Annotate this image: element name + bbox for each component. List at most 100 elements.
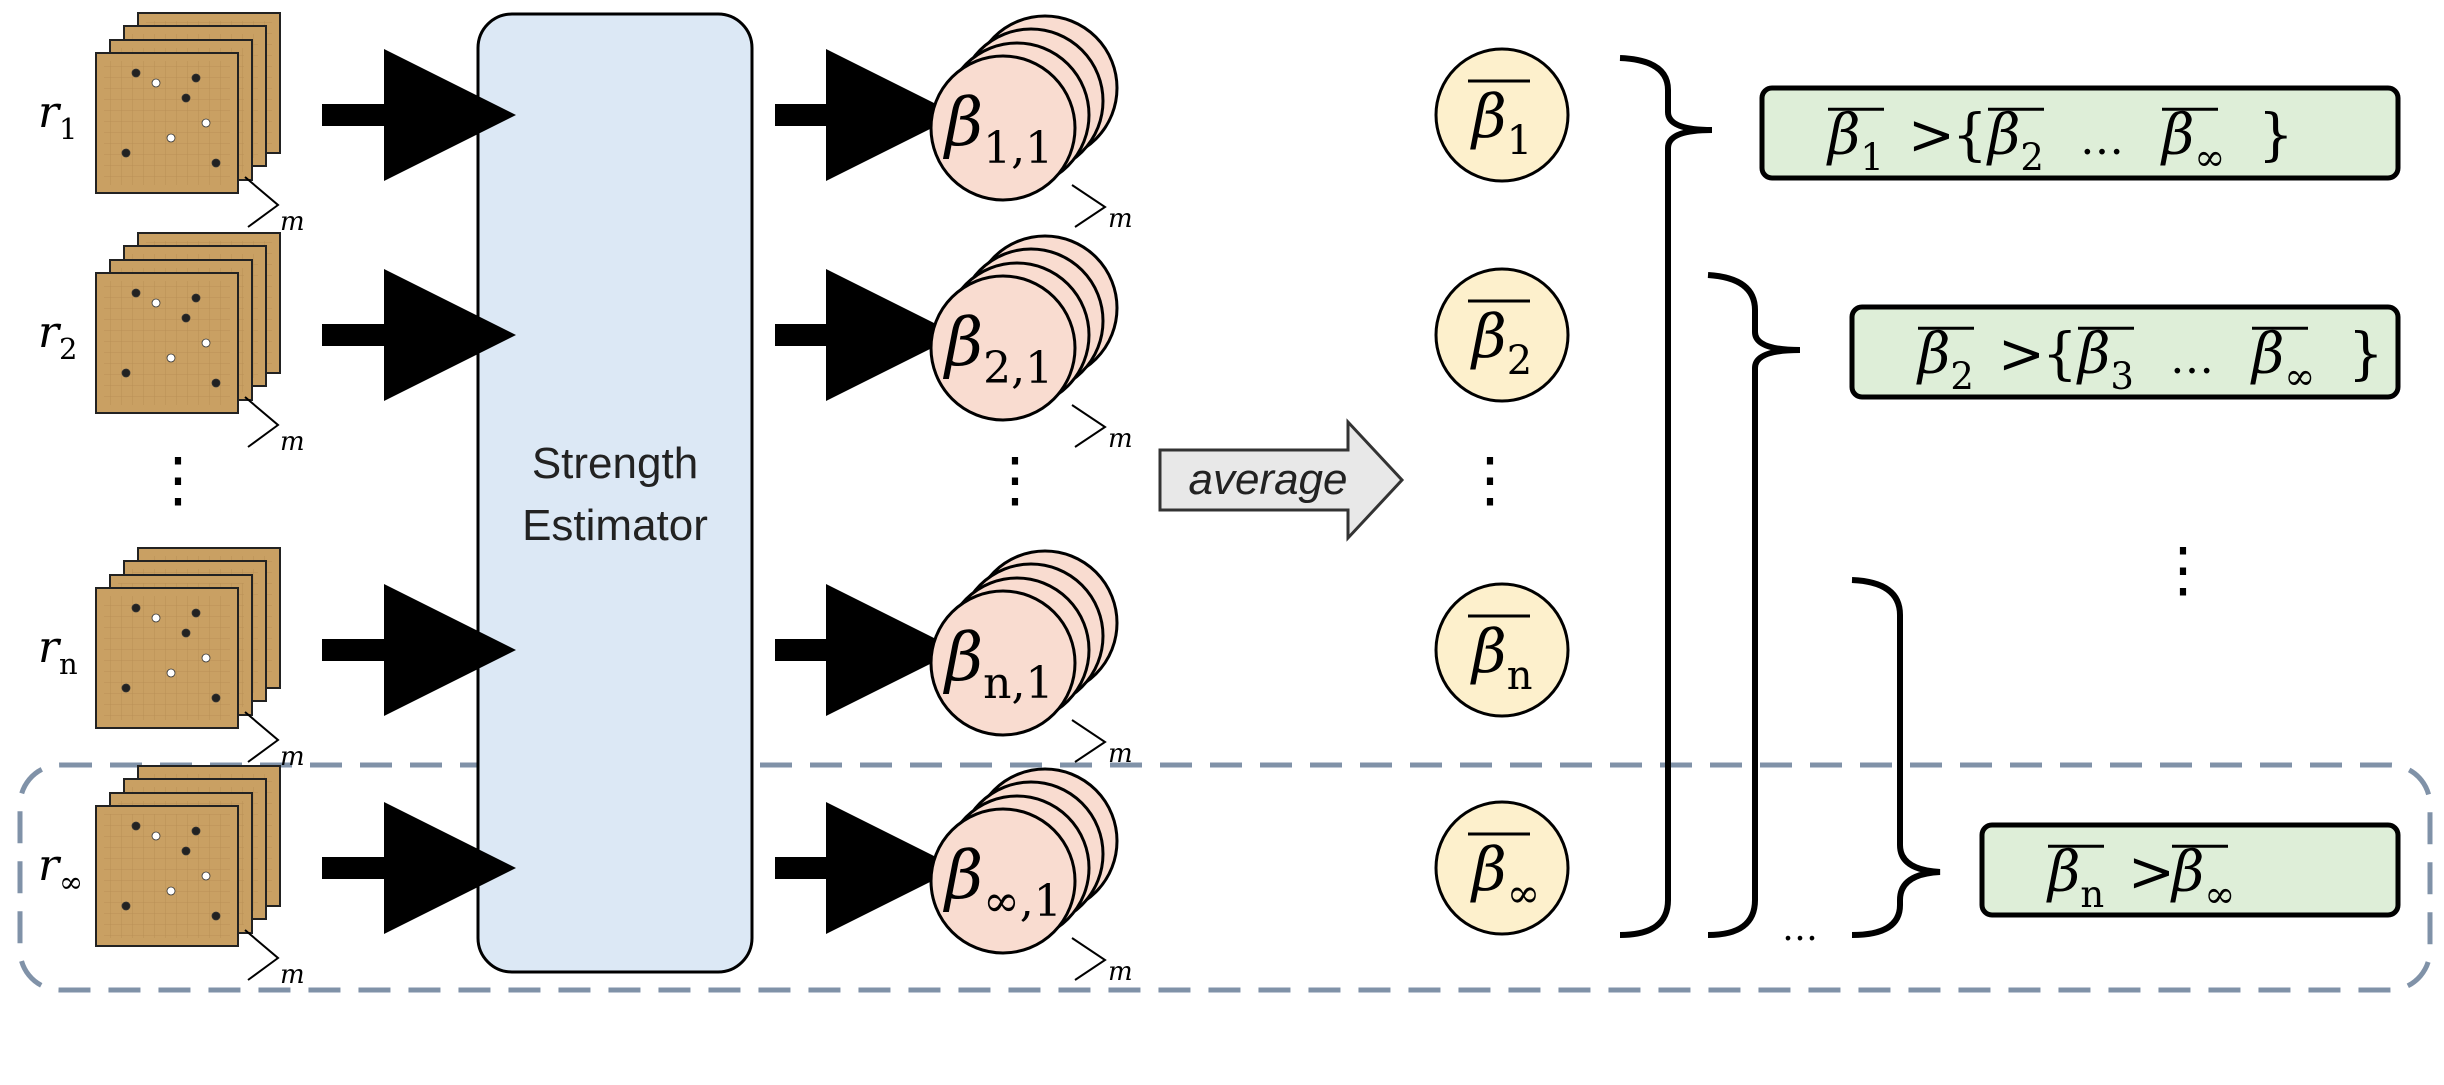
comparison-left-1-sub: 2 <box>1950 355 1974 398</box>
compare-ellipsis: ⋮ <box>2153 535 2213 605</box>
beta-label-0-base: β <box>942 84 983 161</box>
go-stone-1-6 <box>166 353 176 363</box>
beta-stack-bracket-1 <box>1071 404 1107 448</box>
beta-label-1-sub: 2,1 <box>983 343 1053 394</box>
avg-ellipsis: ⋮ <box>1460 445 1520 515</box>
avg-label-1-base: β <box>1470 302 1507 372</box>
beta-circle-1-3 <box>929 274 1077 422</box>
row-3: r∞mβ∞,1mβ∞ <box>38 765 1570 990</box>
comparison-left-0-base: β <box>1826 103 1860 168</box>
comparison-item-a-0-base: β <box>1986 103 2020 168</box>
beta-label-2-base: β <box>942 619 983 696</box>
bracket-ellipsis: … <box>1782 908 1818 949</box>
strength-estimator-box <box>476 12 754 974</box>
board-m-label-2: m <box>280 742 305 772</box>
average-label: average <box>1188 455 1347 504</box>
go-stone-1-0 <box>131 288 141 298</box>
go-stone-2-1 <box>151 613 161 623</box>
go-stone-0-4 <box>121 148 131 158</box>
comparison-right-2-sub: ∞ <box>2204 873 2235 916</box>
go-stone-1-3 <box>201 338 211 348</box>
brace-1 <box>1619 55 1713 938</box>
comparison-item-b-0-base: β <box>2160 103 2194 168</box>
go-stone-3-1 <box>151 831 161 841</box>
rank-label-3-base: r <box>38 840 62 891</box>
go-board-grid-0-3 <box>104 61 230 185</box>
go-board-grid-2-3 <box>104 596 230 720</box>
go-stone-3-6 <box>166 886 176 896</box>
comparison-close-1: } <box>2348 322 2384 387</box>
rank-label-0-sub: 1 <box>59 112 77 146</box>
comparison-item-a-1-base: β <box>2076 322 2110 387</box>
comparison-item-b-0-sub: ∞ <box>2194 136 2225 179</box>
comparison-layer: β1>{β2…β∞}β2>{β3…β∞}βn>β∞ <box>1759 85 2401 918</box>
rank-label-3-sub: ∞ <box>59 865 83 899</box>
comparison-close-0: } <box>2258 103 2294 168</box>
avg-label-3-sub: ∞ <box>1507 871 1540 917</box>
comparison-right-2-base: β <box>2170 840 2204 905</box>
comparison-item-a-0: β2 <box>1986 103 2044 179</box>
board-stack-bracket-3 <box>244 929 280 981</box>
go-stone-1-2 <box>181 313 191 323</box>
go-stone-2-2 <box>181 628 191 638</box>
avg-label-3: β∞ <box>1470 835 1540 917</box>
go-board-grid-3-3 <box>104 814 230 938</box>
go-stone-0-3 <box>201 118 211 128</box>
rank-ellipsis: ⋮ <box>148 445 208 515</box>
board-stack-bracket-1 <box>244 396 280 448</box>
rank-label-3: r∞ <box>38 840 83 899</box>
go-stone-3-3 <box>201 871 211 881</box>
go-stone-2-6 <box>166 668 176 678</box>
rank-label-2: rn <box>38 622 78 681</box>
go-stone-2-3 <box>201 653 211 663</box>
beta-circle-3-3 <box>929 807 1077 955</box>
comparison-item-a-1: β3 <box>2076 322 2134 398</box>
comparison-open-1: { <box>2042 322 2078 387</box>
go-stone-0-7 <box>191 73 201 83</box>
comparison-op-0: > <box>1908 103 1955 168</box>
avg-label-0-base: β <box>1470 82 1507 152</box>
beta-label-1-base: β <box>942 304 983 381</box>
comparison-item-b-1-sub: ∞ <box>2284 355 2315 398</box>
rank-label-0: r1 <box>38 87 78 146</box>
go-stone-2-5 <box>211 693 221 703</box>
board-stack-bracket-0 <box>244 176 280 228</box>
beta-stack-bracket-3 <box>1071 937 1107 981</box>
beta-ellipsis: ⋮ <box>985 445 1045 515</box>
go-stone-3-5 <box>211 911 221 921</box>
comparison-0: β1>{β2…β∞} <box>1759 85 2401 181</box>
estimator-label-line1: Strength <box>532 439 698 488</box>
comparison-right-2: β∞ <box>2170 840 2235 916</box>
avg-label-0-sub: 1 <box>1507 118 1532 164</box>
beta-stack-bracket-0 <box>1071 184 1107 228</box>
go-stone-3-7 <box>191 826 201 836</box>
board-m-label-1: m <box>280 427 305 457</box>
beta-label-1: β2,1 <box>942 304 1053 394</box>
beta-circle-2-3 <box>929 589 1077 737</box>
beta-label-2: βn,1 <box>942 619 1053 709</box>
comparison-left-1: β2 <box>1916 322 1974 398</box>
comparison-left-2-sub: n <box>2080 873 2104 916</box>
comparison-box-0 <box>1759 85 2401 181</box>
board-m-label-3: m <box>280 960 305 990</box>
comparison-op-2: > <box>2128 840 2175 905</box>
beta-m-label-2: m <box>1108 739 1133 769</box>
beta-m-label-3: m <box>1108 957 1133 987</box>
go-stone-1-5 <box>211 378 221 388</box>
infinity-row-highlight <box>17 762 2433 993</box>
go-stone-2-0 <box>131 603 141 613</box>
avg-label-1-sub: 2 <box>1507 338 1532 384</box>
go-stone-3-2 <box>181 846 191 856</box>
beta-label-0-sub: 1,1 <box>983 123 1053 174</box>
board-m-label-0: m <box>280 207 305 237</box>
go-stone-1-1 <box>151 298 161 308</box>
go-stone-0-1 <box>151 78 161 88</box>
go-stone-0-6 <box>166 133 176 143</box>
brace-2 <box>1707 272 1801 938</box>
comparison-left-1-base: β <box>1916 322 1950 387</box>
comparison-item-b-0: β∞ <box>2160 103 2225 179</box>
